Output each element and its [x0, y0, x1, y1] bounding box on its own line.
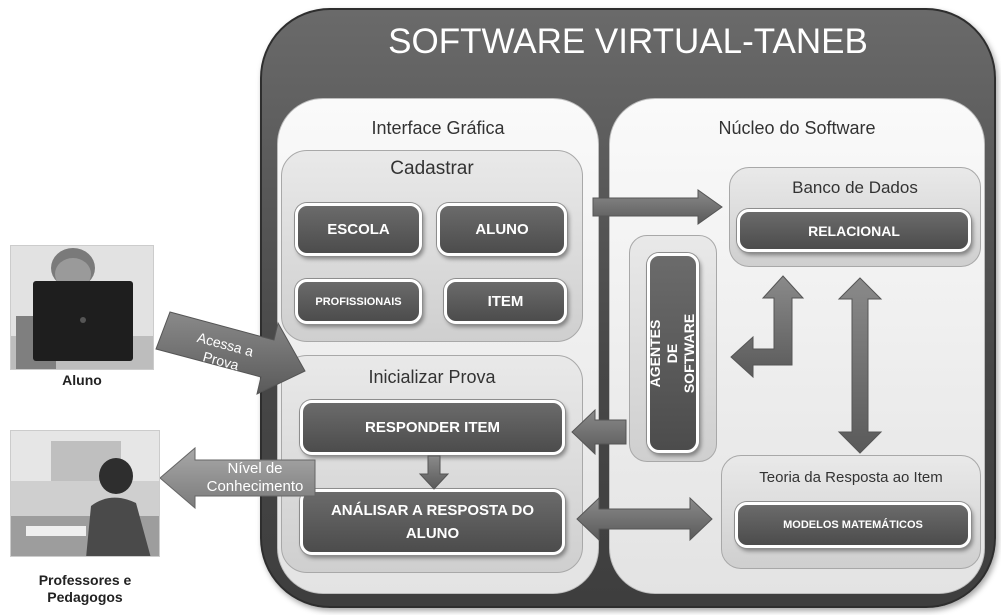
analisar-resposta-button[interactable]: ANÁLISAR A RESPOSTA DO ALUNO — [300, 489, 565, 555]
arrow-agentes-responder — [571, 408, 627, 456]
arrow-analisar-teoria — [576, 496, 713, 542]
arrow-acessa-prova — [155, 311, 306, 395]
responder-item-button[interactable]: RESPONDER ITEM — [300, 400, 565, 455]
profissionais-button[interactable]: PROFISSIONAIS — [295, 279, 422, 324]
aluno-drawing — [11, 246, 153, 369]
interface-title: Interface Gráfica — [371, 118, 505, 138]
aluno-button[interactable]: ALUNO — [437, 203, 567, 256]
professores-photo — [10, 430, 160, 557]
professores-drawing — [11, 431, 159, 556]
banco-title: Banco de Dados — [792, 178, 918, 197]
aluno-caption: Aluno — [62, 372, 102, 388]
nivel-conhecimento-label: Nível de Conhecimento — [206, 460, 304, 495]
teoria-title: Teoria da Resposta ao Item — [759, 469, 943, 486]
arrow-responder-analisar — [418, 455, 450, 490]
aluno-photo — [10, 245, 154, 370]
escola-button[interactable]: ESCOLA — [295, 203, 422, 256]
arrow-banco-agentes — [730, 275, 805, 379]
inicializar-prova-title: Inicializar Prova — [368, 367, 496, 387]
item-button[interactable]: ITEM — [444, 279, 567, 324]
modelos-matematicos-button[interactable]: MODELOS MATEMÁTICOS — [735, 502, 971, 548]
agentes-de-software-button[interactable]: AGENTES DE SOFTWARE — [647, 253, 699, 453]
professores-caption: Professores e Pedagogos — [38, 572, 132, 605]
arrow-nivel-conhecimento — [159, 446, 316, 510]
cadastrar-title: Cadastrar — [390, 158, 474, 179]
relacional-button[interactable]: RELACIONAL — [737, 209, 971, 252]
arrow-banco-teoria — [837, 277, 883, 454]
nucleo-title: Núcleo do Software — [718, 118, 876, 138]
arrow-cadastrar-banco — [592, 189, 723, 225]
diagram-title: SOFTWARE VIRTUAL-TANEB — [388, 22, 868, 61]
